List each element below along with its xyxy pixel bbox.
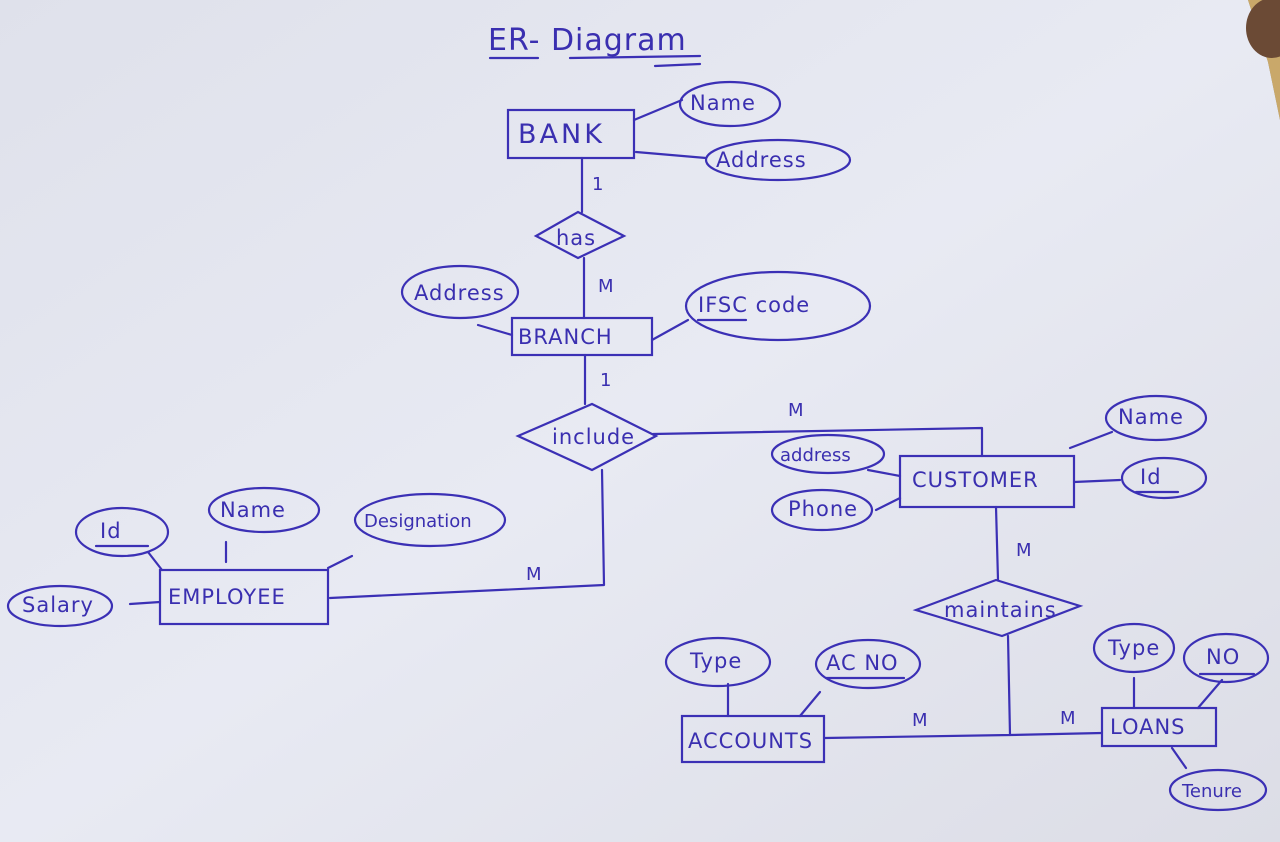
cardinality-include-employee: M [526, 564, 542, 585]
relationship-include-label: include [552, 425, 635, 449]
attribute-loans-no-label: NO [1206, 645, 1240, 669]
cardinality-maintains-loans: M [1060, 708, 1076, 729]
diagram-title: ER- Diagram [488, 23, 687, 58]
connector-lines [128, 98, 1224, 770]
entity-customer-label: CUSTOMER [912, 468, 1039, 492]
attribute-loans-type: Type [1092, 622, 1176, 674]
cardinality-bank-has: 1 [592, 174, 603, 195]
entity-accounts-label: ACCOUNTS [688, 729, 813, 753]
attribute-accounts-type: Type [664, 636, 772, 688]
attribute-branch-address: Address [400, 264, 520, 320]
entity-employee: EMPLOYEE [158, 568, 330, 626]
entity-bank-label: BANK [518, 119, 605, 150]
relationship-maintains: maintains [912, 578, 1084, 638]
cardinality-labels: 1 M 1 M M M M M [526, 174, 1076, 731]
attribute-loans-tenure-label: Tenure [1181, 781, 1242, 802]
attribute-employee-designation-label: Designation [364, 511, 472, 532]
relationship-has: has [533, 210, 627, 260]
attribute-customer-phone: Phone [770, 488, 874, 532]
attribute-customer-phone-label: Phone [788, 497, 858, 521]
relationship-include: include [515, 402, 659, 472]
cardinality-maintains-accounts: M [912, 710, 928, 731]
attribute-bank-name-label: Name [690, 91, 756, 115]
attribute-employee-designation: Designation [353, 492, 507, 548]
attribute-customer-id: Id [1120, 456, 1208, 500]
attribute-loans-no: NO [1182, 632, 1270, 684]
entity-loans-label: LOANS [1110, 715, 1186, 739]
relationship-maintains-label: maintains [944, 598, 1057, 622]
entity-loans: LOANS [1100, 706, 1218, 748]
cardinality-has-branch: M [598, 276, 614, 297]
title-underline [488, 54, 702, 68]
attribute-customer-id-label: Id [1140, 465, 1162, 489]
cardinality-branch-include: 1 [600, 370, 611, 391]
attribute-loans-type-label: Type [1107, 636, 1160, 660]
entity-branch: BRANCH [510, 316, 654, 357]
cardinality-include-customer: M [788, 400, 804, 421]
attribute-customer-address-label: address [780, 445, 851, 466]
attribute-employee-name-label: Name [220, 498, 286, 522]
attribute-branch-address-label: Address [414, 281, 505, 305]
attribute-bank-name: Name [678, 80, 782, 128]
relationship-has-label: has [556, 226, 596, 250]
entity-bank: BANK [506, 108, 636, 160]
attribute-employee-salary: Salary [6, 584, 114, 628]
entity-customer: CUSTOMER [898, 454, 1076, 509]
cardinality-customer-maintains: M [1016, 540, 1032, 561]
attribute-bank-address-label: Address [716, 148, 807, 172]
attribute-bank-address: Address [704, 138, 852, 182]
entity-employee-label: EMPLOYEE [168, 585, 286, 609]
attribute-employee-name: Name [207, 486, 321, 534]
attribute-employee-salary-label: Salary [22, 593, 94, 617]
attribute-customer-name: Name [1104, 394, 1208, 442]
attribute-branch-ifsc: IFSC code [684, 270, 872, 342]
attribute-accounts-acno-label: AC NO [826, 651, 899, 675]
attribute-employee-id-label: Id [100, 519, 122, 543]
attribute-branch-ifsc-label: IFSC code [698, 293, 810, 317]
entity-accounts: ACCOUNTS [680, 714, 826, 764]
attribute-customer-address: address [770, 433, 886, 475]
attribute-accounts-type-label: Type [689, 649, 742, 673]
attribute-employee-id: Id [74, 506, 170, 558]
entity-branch-label: BRANCH [518, 325, 613, 349]
finger-shadow [1246, 0, 1280, 58]
attribute-accounts-acno: AC NO [814, 638, 922, 690]
attribute-customer-name-label: Name [1118, 405, 1184, 429]
attribute-loans-tenure: Tenure [1168, 768, 1268, 812]
